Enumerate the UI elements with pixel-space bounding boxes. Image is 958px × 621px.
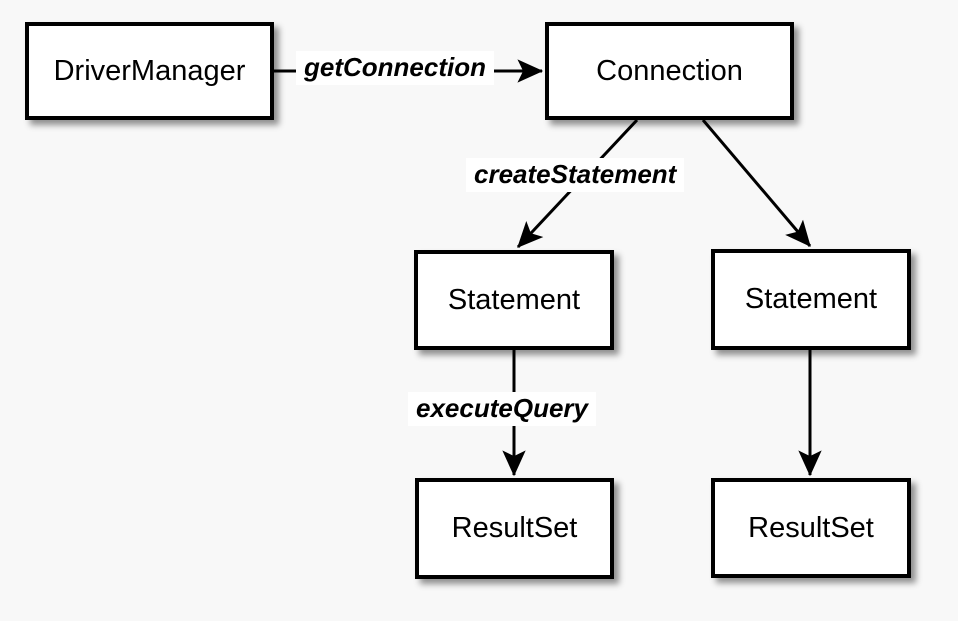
node-statement-right[interactable]: Statement: [711, 249, 911, 350]
node-resultset-left[interactable]: ResultSet: [415, 478, 614, 579]
node-label-resultset-right: ResultSet: [748, 511, 874, 544]
node-label-connection: Connection: [596, 54, 743, 87]
edge-label-createstatement: createStatement: [466, 158, 685, 193]
edge-line-createstatement-right: [701, 119, 812, 247]
node-label-driver-manager: DriverManager: [53, 54, 246, 87]
node-statement-left[interactable]: Statement: [414, 250, 614, 350]
edge-label-executequery: executeQuery: [408, 392, 596, 427]
node-resultset-right[interactable]: ResultSet: [711, 478, 911, 578]
node-label-statement-right: Statement: [744, 283, 878, 315]
edge-label-getconnection: getConnection: [296, 51, 494, 86]
node-connection[interactable]: Connection: [545, 22, 794, 120]
node-driver-manager[interactable]: DriverManager: [25, 22, 274, 120]
node-label-statement-left: Statement: [447, 283, 581, 316]
node-label-resultset-left: ResultSet: [451, 512, 578, 544]
